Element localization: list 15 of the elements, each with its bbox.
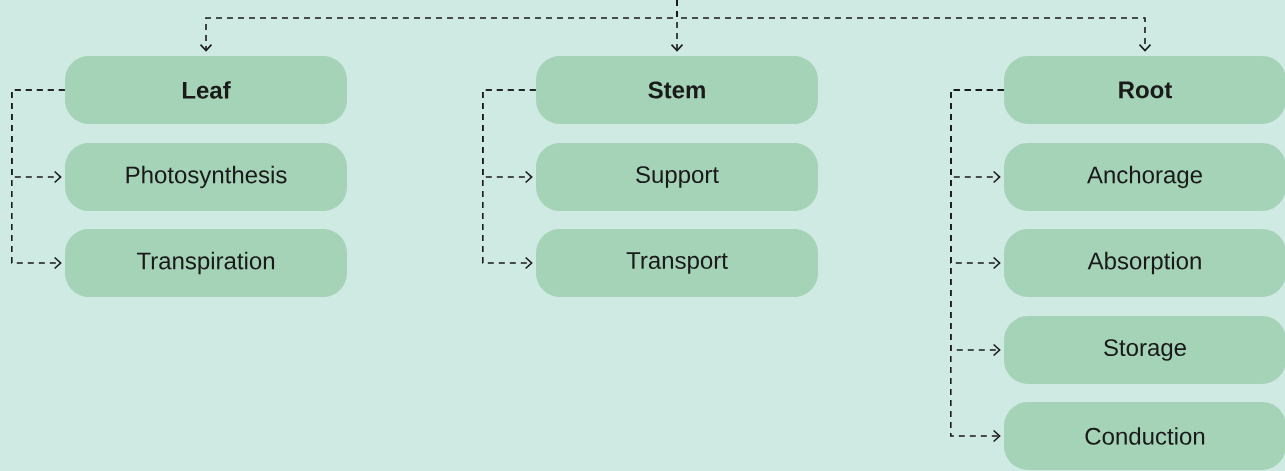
process-box: Transpiration	[65, 229, 347, 297]
process-box: Root	[1004, 56, 1285, 124]
arrow	[950, 89, 1005, 443]
process-box: Absorption	[1004, 229, 1285, 297]
arrow	[11, 89, 66, 270]
process-box: Photosynthesis	[65, 143, 347, 211]
process-box: Leaf	[65, 56, 347, 124]
process-box: Stem	[536, 56, 818, 124]
arrow	[482, 89, 537, 270]
process-box: Storage	[1004, 316, 1285, 384]
process-box: Anchorage	[1004, 143, 1285, 211]
process-box: Transport	[536, 229, 818, 297]
arrow	[676, 0, 1152, 52]
process-box: Support	[536, 143, 818, 211]
process-box: Conduction	[1004, 402, 1285, 470]
